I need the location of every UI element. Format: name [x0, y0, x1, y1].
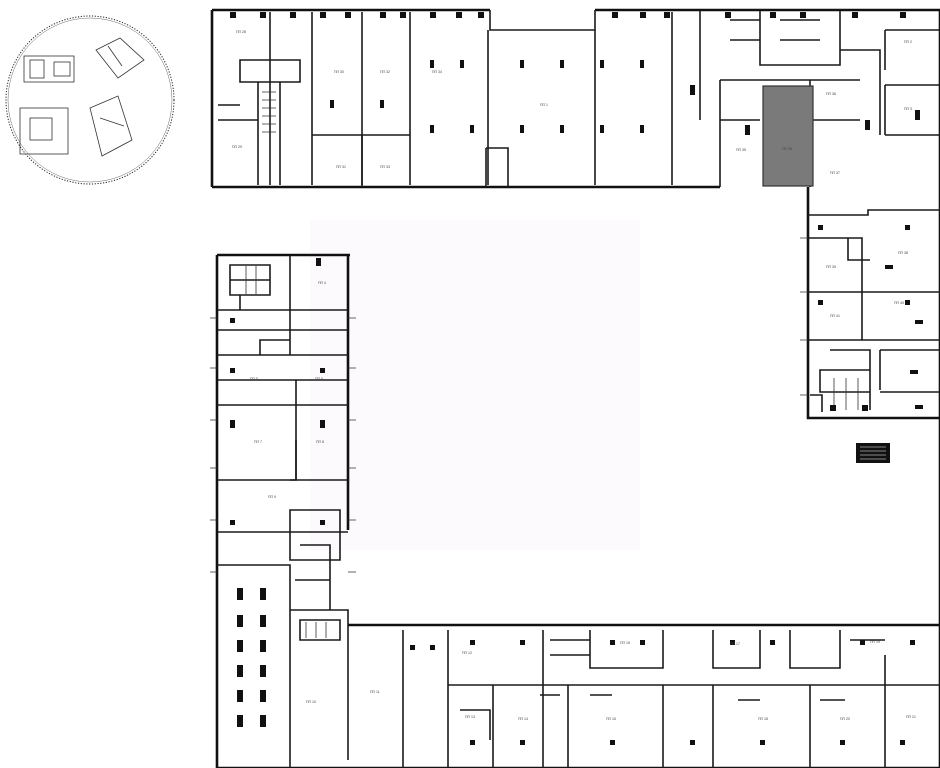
left-wing: ПП 4 ПП 5 ПП 6 ПП 7 ПП 8 ПП 9 ПП 10	[215, 253, 350, 768]
room-label: ПП 7	[254, 440, 262, 444]
room-label: ПП 40	[894, 301, 904, 305]
room-label: ПП 36	[826, 92, 836, 96]
room-label: ПП 9	[268, 495, 276, 499]
room-label: ПП 33	[380, 165, 390, 169]
room-label: ПП 37	[830, 171, 840, 175]
room-label: ПП 32	[380, 70, 390, 74]
room-label: ПП 16	[606, 717, 616, 721]
room-label: ПП 28	[236, 30, 246, 34]
room-label: ПП 34	[432, 70, 442, 74]
room-label: ПП 14	[518, 717, 528, 721]
room-label: ПП 15	[620, 641, 630, 645]
room-label: ПП 21	[906, 715, 916, 719]
room-label: ПП 1	[540, 103, 548, 107]
room-label: ПП 18	[758, 717, 768, 721]
room-label: ПП 6	[315, 377, 323, 381]
room-label: ПП 20	[840, 717, 850, 721]
selected-unit[interactable]: ПП 36	[762, 85, 814, 187]
entrance-marks	[210, 237, 808, 573]
room-label: ПП 41	[830, 314, 840, 318]
room-label: ПП 17	[730, 642, 740, 646]
room-label: ПП 2	[904, 40, 912, 44]
selected-unit-label: ПП 36	[782, 147, 792, 151]
right-wing: ПП 38 ПП 39 ПП 40 ПП 41	[806, 10, 940, 463]
room-label: ПП 4	[318, 281, 326, 285]
room-label: ПП 29	[232, 145, 242, 149]
courtyard	[310, 220, 640, 550]
room-label: ПП 12	[462, 651, 472, 655]
room-label: ПП 11	[370, 690, 380, 694]
room-label: ПП 8	[316, 440, 324, 444]
room-label: ПП 38	[898, 251, 908, 255]
room-label: ПП 10	[306, 700, 316, 704]
room-label: ПП 39	[826, 265, 836, 269]
room-label: ПП 3	[904, 107, 912, 111]
room-label: ПП 31	[336, 165, 346, 169]
top-wing: ПП 28 ПП 29 ПП 30 ПП 31 ПП 32 ПП 33 ПП 3…	[210, 8, 940, 189]
room-label: ПП 19	[870, 640, 880, 644]
room-label: ПП 30	[334, 70, 344, 74]
bottom-wing: ПП 11 ПП 12 ПП 13 ПП 14 ПП 15 ПП 16 ПП 1…	[217, 418, 940, 768]
key-plan	[5, 15, 175, 185]
room-label: ПП 35	[736, 148, 746, 152]
room-label: ПП 5	[250, 377, 258, 381]
entrance-block	[856, 443, 890, 463]
room-label: ПП 13	[465, 715, 475, 719]
